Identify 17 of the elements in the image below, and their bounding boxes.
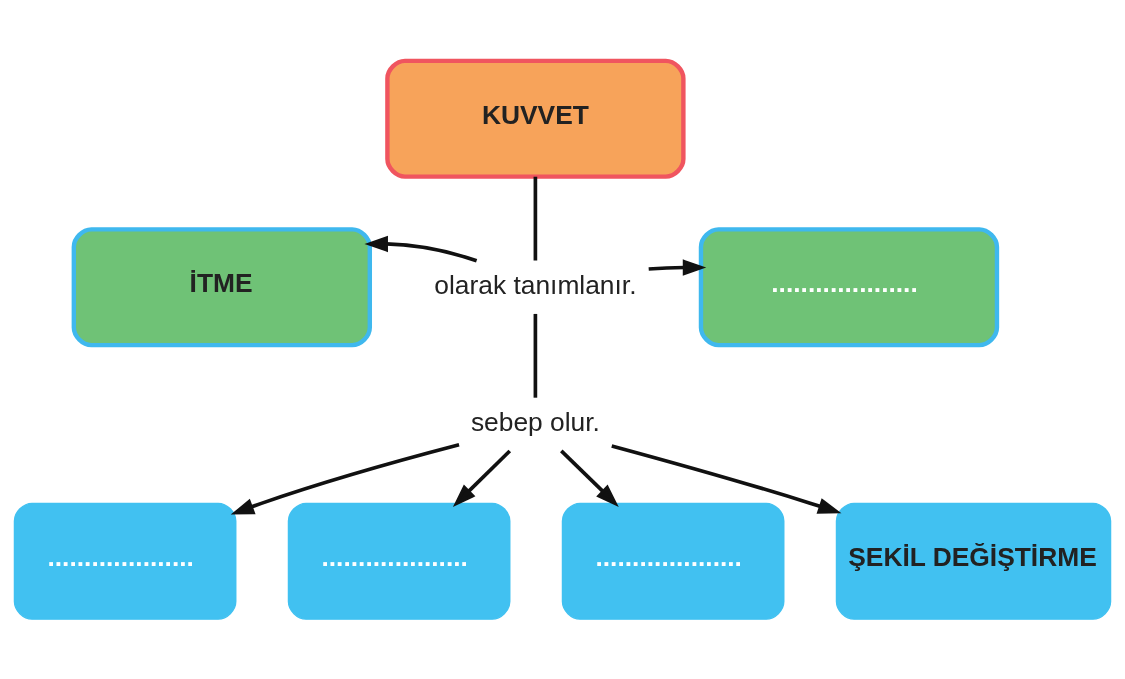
arrow — [560, 449, 619, 507]
node-box: .................... — [698, 226, 1000, 347]
arrow — [230, 442, 460, 515]
arrow — [452, 449, 512, 507]
arrow — [364, 235, 478, 263]
node-box: ŞEKİL DEĞİŞTİRME — [835, 502, 1112, 620]
node-box: .................... — [561, 502, 785, 620]
connector — [533, 176, 538, 260]
arrow — [648, 258, 707, 276]
node-text: olarak tanımlanır. — [434, 269, 637, 300]
arrow — [611, 443, 842, 514]
node-box: İTME — [71, 226, 372, 347]
node-text: sebep olur. — [470, 406, 600, 437]
node-box: .................... — [13, 502, 237, 620]
connector — [533, 313, 538, 398]
node-box: .................... — [287, 502, 511, 620]
node-box: KUVVET — [385, 58, 686, 179]
